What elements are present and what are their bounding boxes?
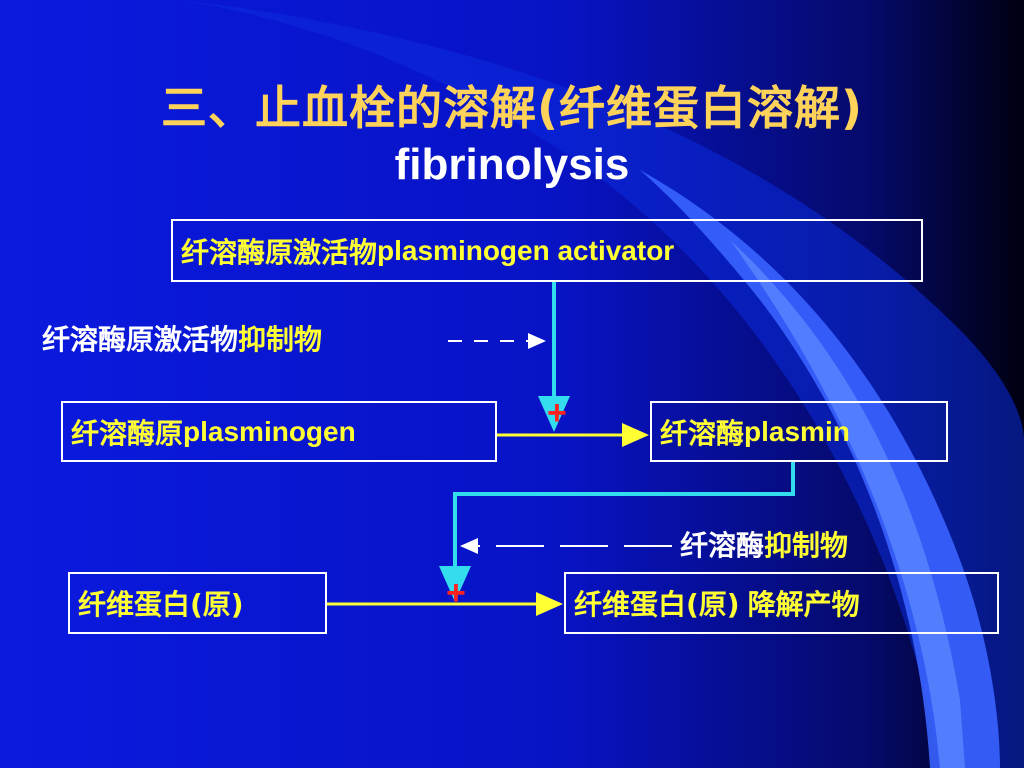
degradation-products-box: 纤维蛋白(原)降解产物	[564, 572, 999, 634]
plasmin-inhibitor-highlight: 抑制物	[764, 529, 849, 562]
plasmin-en-label: plasmin	[744, 415, 850, 447]
activator-en-label: plasminogen activator	[377, 234, 675, 266]
activator-cn-label: 纤溶酶原激活物	[181, 235, 378, 269]
plasminogen-cn-label: 纤溶酶原	[71, 416, 184, 450]
page-title: 三、止血栓的溶解(纤维蛋白溶解)	[160, 81, 864, 135]
fibrin-box: 纤维蛋白(原)	[68, 572, 327, 634]
activator-inhibitor-cn: 纤溶酶原激活物	[42, 323, 239, 356]
plasmin-inhibitor-label: 纤溶酶抑制物	[680, 524, 848, 564]
plasmin-connector	[439, 462, 795, 602]
page-subtitle: fibrinolysis	[394, 140, 630, 189]
activator-inhibitor-label: 纤溶酶原激活物抑制物	[42, 318, 322, 358]
fibrin-label: 纤维蛋白(原)	[78, 588, 244, 621]
degradation-cn-label: 纤维蛋白(原)	[574, 588, 740, 621]
activator-inhibitor-highlight: 抑制物	[238, 323, 323, 356]
plasmin-inhibitor-cn: 纤溶酶	[680, 529, 765, 562]
degradation-highlight-label: 降解产物	[747, 588, 860, 621]
activation-plus-sign-1: +	[547, 394, 567, 432]
plasminogen-en-label: plasminogen	[183, 415, 356, 447]
plasmin-cn-label: 纤溶酶	[660, 416, 745, 450]
activation-plus-sign-2: +	[446, 574, 466, 612]
